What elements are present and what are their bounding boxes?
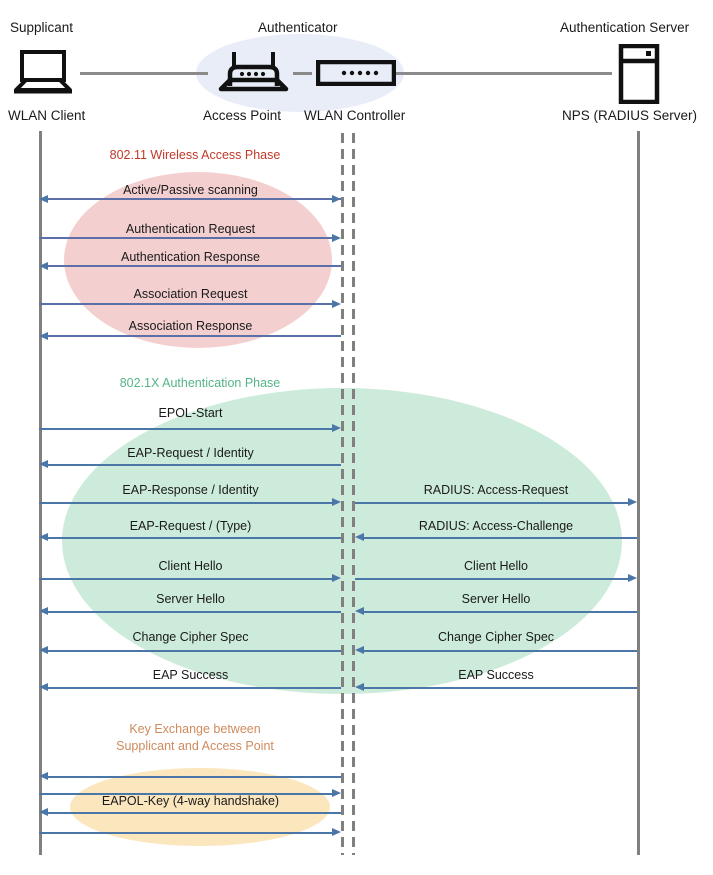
phase-label-80211: 802.11 Wireless Access Phase	[109, 148, 281, 162]
controller-icon	[315, 59, 397, 91]
link-ap-to-controller	[293, 72, 312, 75]
lifeline-access-point	[341, 131, 344, 855]
message-label: Authentication Response	[121, 250, 260, 264]
arrow-head-left-icon	[39, 772, 48, 780]
message-line	[44, 464, 341, 466]
arrow-head-right-icon	[332, 424, 341, 432]
actor-name-wlan-controller: WLAN Controller	[304, 108, 406, 123]
arrow-head-right-icon	[332, 194, 341, 203]
message-label: Client Hello	[464, 559, 528, 573]
arrow-head-left-icon	[39, 683, 48, 691]
message-line	[44, 611, 341, 613]
message-line	[39, 237, 337, 240]
message-line	[39, 428, 337, 430]
message-label: EAP-Request / Identity	[127, 446, 254, 460]
message-label: EPOL-Start	[158, 406, 223, 420]
message-line	[360, 650, 637, 652]
message-line	[44, 687, 341, 689]
message-line	[44, 265, 341, 268]
arrow-head-left-icon	[39, 194, 48, 203]
arrow-head-left-icon	[355, 683, 364, 691]
laptop-icon	[10, 50, 80, 101]
server-icon	[618, 43, 660, 109]
message-label: Association Request	[133, 287, 248, 301]
arrow-head-left-icon	[355, 533, 364, 541]
actor-name-wlan-client: WLAN Client	[8, 108, 86, 123]
message-line	[360, 687, 637, 689]
message-line	[44, 537, 341, 539]
message-label: EAP Success	[152, 668, 229, 682]
arrow-head-right-icon	[628, 498, 637, 506]
arrow-head-left-icon	[355, 607, 364, 615]
arrow-head-right-icon	[332, 828, 341, 836]
message-line	[44, 335, 341, 338]
arrow-head-right-icon	[332, 233, 341, 242]
arrow-head-left-icon	[39, 607, 48, 615]
link-client-to-ap	[80, 72, 208, 75]
arrow-head-left-icon	[39, 533, 48, 541]
actor-name-nps-radius-server: NPS (RADIUS Server)	[562, 108, 698, 123]
lifeline-radius-server	[637, 131, 640, 855]
wireless-router-icon	[216, 48, 292, 101]
lifeline-supplicant	[39, 131, 42, 855]
lifeline-wlan-controller	[352, 131, 355, 855]
message-label: Change Cipher Spec	[437, 630, 555, 644]
message-label: Server Hello	[461, 592, 531, 606]
message-line	[39, 303, 337, 306]
arrow-head-left-icon	[39, 646, 48, 654]
message-label: EAP-Request / (Type)	[129, 519, 252, 533]
message-label: EAP-Response / Identity	[122, 483, 259, 497]
arrow-head-left-icon	[355, 646, 364, 654]
actor-role-authentication-server: Authentication Server	[560, 20, 690, 35]
message-line	[39, 578, 337, 580]
message-label: EAP Success	[458, 668, 534, 682]
actor-role-authenticator: Authenticator	[258, 20, 338, 35]
arrow-head-left-icon	[39, 261, 48, 270]
message-line	[355, 578, 633, 580]
message-label: RADIUS: Access-Request	[423, 483, 569, 497]
arrow-head-right-icon	[332, 498, 341, 506]
message-label: Change Cipher Spec	[132, 630, 249, 644]
message-label: Association Response	[128, 319, 253, 333]
message-line	[44, 776, 341, 778]
phase-label-8021x: 802.1X Authentication Phase	[119, 376, 281, 390]
message-label: Server Hello	[156, 592, 225, 606]
link-controller-to-server	[396, 72, 612, 75]
message-line	[355, 502, 633, 504]
phase-blob-80211	[64, 172, 332, 348]
message-label: Authentication Request	[125, 222, 256, 236]
message-line	[44, 812, 341, 814]
arrow-head-left-icon	[39, 460, 48, 468]
arrow-head-right-icon	[628, 574, 637, 582]
arrow-head-left-icon	[39, 808, 48, 816]
actor-role-supplicant: Supplicant	[10, 20, 74, 35]
message-label: Active/Passive scanning	[123, 183, 258, 197]
message-label: EAPOL-Key (4-way handshake)	[101, 794, 280, 808]
arrow-head-left-icon	[39, 331, 48, 340]
message-label: Client Hello	[158, 559, 223, 573]
message-label: RADIUS: Access-Challenge	[418, 519, 574, 533]
phase-label-key-exchange: Key Exchange between Supplicant and Acce…	[116, 722, 274, 753]
message-line	[39, 502, 337, 504]
arrow-head-right-icon	[332, 789, 341, 797]
message-line	[360, 611, 637, 613]
message-line	[39, 832, 337, 834]
message-line	[44, 198, 341, 201]
message-line	[39, 793, 337, 795]
message-line	[44, 650, 341, 652]
message-line	[360, 537, 637, 539]
arrow-head-right-icon	[332, 574, 341, 582]
arrow-head-right-icon	[332, 299, 341, 308]
actor-name-access-point: Access Point	[203, 108, 282, 123]
